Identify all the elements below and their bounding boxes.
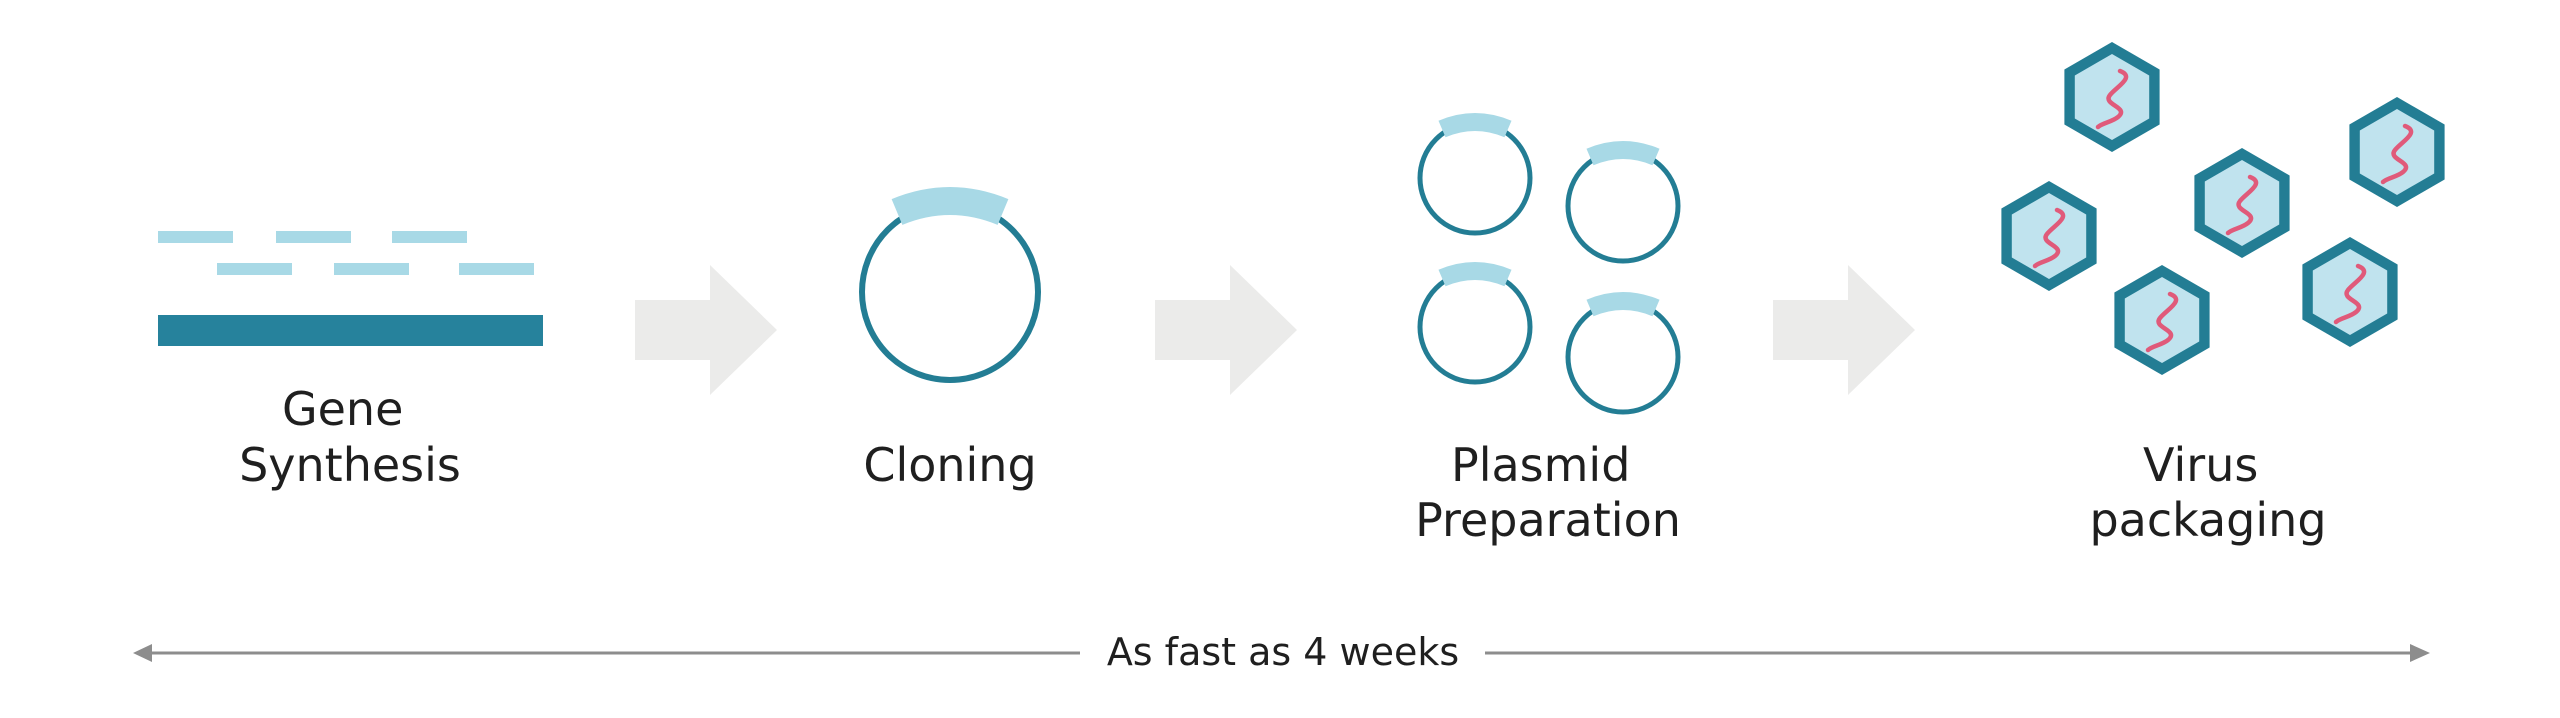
gene-synthesis-label-line-1: Gene — [282, 382, 403, 436]
timeline: As fast as 4 weeks — [133, 630, 2430, 674]
right-arrow-icon — [1155, 265, 1297, 395]
cloning-label: Cloning — [863, 438, 1036, 492]
plasmid-preparation-label-line-1: Plasmid — [1451, 438, 1630, 492]
virus-particle-icon — [2001, 42, 2444, 375]
right-arrow-icon — [1773, 265, 1915, 395]
gene-synthesis-label: Gene Synthesis — [239, 382, 461, 492]
plasmid-copies-icon — [1420, 122, 1678, 412]
plasmid-preparation-step: Plasmid Preparation — [1415, 122, 1681, 547]
timeline-label: As fast as 4 weeks — [1107, 630, 1459, 674]
left-arrowhead-icon — [133, 644, 152, 662]
virus-packaging-label-line-2: packaging — [2089, 493, 2326, 547]
virus-packaging-step: Virus packaging — [2001, 42, 2444, 547]
plasmid-preparation-label-line-2: Preparation — [1415, 493, 1681, 547]
gene-synthesis-label-line-2: Synthesis — [239, 438, 461, 492]
virus-packaging-label-line-1: Virus — [2143, 438, 2258, 492]
virus-packaging-label: Virus packaging — [2089, 438, 2326, 547]
dna-fragments-icon — [158, 231, 543, 346]
cloning-label-line-1: Cloning — [863, 438, 1036, 492]
right-arrowhead-icon — [2410, 644, 2430, 662]
cloning-step: Cloning — [859, 187, 1041, 492]
plasmid-preparation-label: Plasmid Preparation — [1415, 438, 1681, 547]
right-arrow-icon — [635, 265, 777, 395]
plasmid-icon — [859, 187, 1041, 383]
gene-synthesis-step: Gene Synthesis — [158, 231, 543, 492]
